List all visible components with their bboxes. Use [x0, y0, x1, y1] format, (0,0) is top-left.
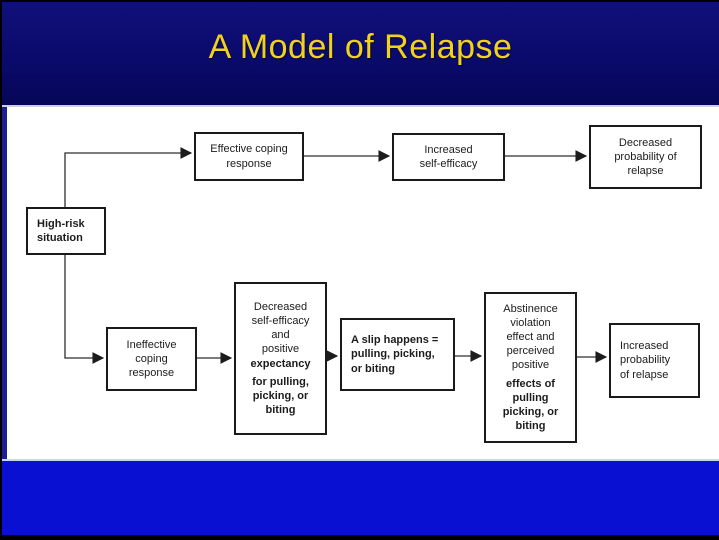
node-line: picking, or — [252, 389, 309, 402]
node-line: response — [128, 367, 175, 380]
node-line: pulling — [512, 391, 549, 404]
node-line: response — [226, 157, 272, 170]
node-line: effect and — [506, 331, 555, 344]
node-line: High-risk — [37, 217, 85, 230]
node-line: of relapse — [620, 368, 669, 381]
node-line: Ineffective — [126, 338, 177, 351]
node-line: situation — [37, 232, 83, 244]
node-line: biting — [265, 403, 296, 416]
node-line: Decreased — [253, 301, 308, 314]
node-line: expectancy — [250, 357, 311, 370]
node-line: probability of — [614, 150, 677, 163]
node-line: perceived — [506, 345, 555, 358]
slide-header: A Model of Relapse — [2, 2, 719, 105]
flow-arrow-high-risk-situation-to-ineffective-coping-response — [64, 255, 105, 364]
flow-arrows — [64, 147, 608, 364]
node-line: positive — [261, 343, 300, 356]
node-line: effects of — [506, 377, 555, 390]
node-line: coping — [135, 352, 168, 365]
node-line: violation — [510, 317, 551, 330]
node-line: biting — [515, 419, 546, 432]
node-line: relapse — [627, 165, 664, 178]
node-line: Abstinence — [503, 303, 558, 316]
node-line: for pulling, — [252, 375, 309, 388]
node-line: self-efficacy — [251, 315, 310, 328]
node-high-risk-situation: High-risk situation — [26, 207, 106, 255]
node-line: and — [271, 329, 290, 342]
node-slip-happens: A slip happens =pulling, picking,or biti… — [340, 318, 455, 391]
node-increased-self-efficacy: Increased self-efficacy — [392, 133, 505, 181]
node-line: picking, or — [502, 405, 559, 418]
node-line: probability — [620, 354, 671, 367]
node-line: pulling, picking, — [351, 348, 435, 361]
flow-arrow-high-risk-situation-to-effective-coping-response — [64, 147, 193, 207]
slide-left-border — [2, 107, 7, 459]
node-line: Increased — [620, 340, 669, 353]
node-line: Effective coping — [210, 143, 288, 156]
node-line: or biting — [351, 362, 395, 375]
node-line: Decreased — [618, 136, 673, 149]
slide-footer — [2, 459, 719, 535]
node-line: self-efficacy — [419, 158, 478, 170]
node-line: positive — [511, 359, 550, 372]
node-line: Increased — [424, 143, 473, 156]
slide-title: A Model of Relapse — [208, 28, 513, 66]
node-line: A slip happens = — [351, 334, 439, 347]
